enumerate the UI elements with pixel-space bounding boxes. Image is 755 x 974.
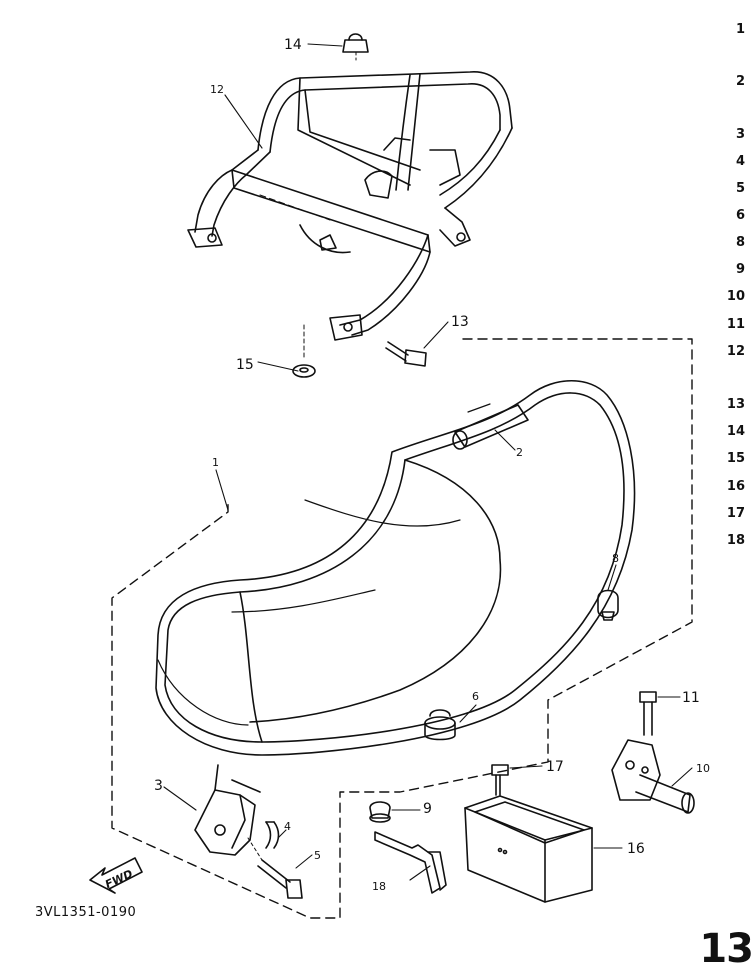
- callout-14: 14: [284, 37, 302, 53]
- damper-part: [597, 589, 619, 621]
- callout-16: 16: [627, 841, 645, 857]
- index-item: 17: [726, 506, 745, 521]
- index-item: 14: [726, 424, 745, 439]
- page-number: 13: [699, 926, 754, 972]
- callout-labels: 14 12 15 13 1 2 8 6 3 4 5 9 18 17 16 10 …: [154, 37, 710, 893]
- callout-18: 18: [372, 880, 386, 893]
- seat-lock-part: [611, 739, 695, 814]
- nut-part: [342, 33, 369, 61]
- callout-11: 11: [682, 690, 700, 706]
- callout-5: 5: [314, 849, 321, 862]
- index-item: 18: [726, 533, 745, 548]
- callout-15: 15: [236, 357, 254, 373]
- bolt-part: [247, 837, 303, 899]
- index-item: 12: [726, 344, 745, 359]
- leader-lines: [163, 43, 693, 881]
- callout-8: 8: [612, 552, 619, 565]
- index-item: 6: [735, 208, 745, 223]
- carrier-rack: [187, 71, 513, 341]
- index-item: 4: [735, 154, 745, 169]
- callout-1: 1: [212, 456, 219, 469]
- index-item: 2: [735, 74, 745, 89]
- index-item: 8: [735, 235, 745, 250]
- grip-part: [452, 403, 529, 450]
- callout-2: 2: [516, 446, 523, 459]
- reference-code: 3VL1351-0190: [35, 905, 137, 920]
- callout-12: 12: [210, 83, 224, 96]
- bolt-part: [385, 341, 427, 367]
- index-item: 9: [735, 262, 745, 277]
- fwd-label: FWD: [103, 867, 135, 891]
- fwd-arrow: FWD: [89, 857, 143, 894]
- index-item: 16: [726, 479, 745, 494]
- grommet-part: [369, 801, 391, 823]
- pin-part: [265, 821, 280, 849]
- callout-3: 3: [154, 778, 163, 794]
- washer-part: [292, 324, 316, 378]
- index-item: 3: [735, 127, 745, 142]
- index-item: 10: [726, 289, 745, 304]
- bracket-part: [374, 831, 447, 894]
- callout-17: 17: [546, 759, 564, 775]
- bolt-part: [639, 691, 657, 736]
- seat-part: [155, 379, 636, 756]
- index-item: 11: [726, 317, 745, 332]
- bolt-part: [491, 764, 509, 796]
- index-item: 1: [735, 22, 745, 37]
- callout-13: 13: [451, 314, 469, 330]
- callout-4: 4: [284, 820, 291, 833]
- index-item: 13: [726, 397, 745, 412]
- callout-6: 6: [472, 690, 479, 703]
- tool-box-part: [464, 795, 593, 903]
- damper-part: [424, 709, 456, 741]
- callout-9: 9: [423, 801, 432, 817]
- index-item: 5: [735, 181, 745, 196]
- hinge-bracket-part: [194, 764, 261, 856]
- assembly-boundary: [111, 338, 693, 919]
- callout-10: 10: [696, 762, 710, 775]
- index-item: 15: [726, 451, 745, 466]
